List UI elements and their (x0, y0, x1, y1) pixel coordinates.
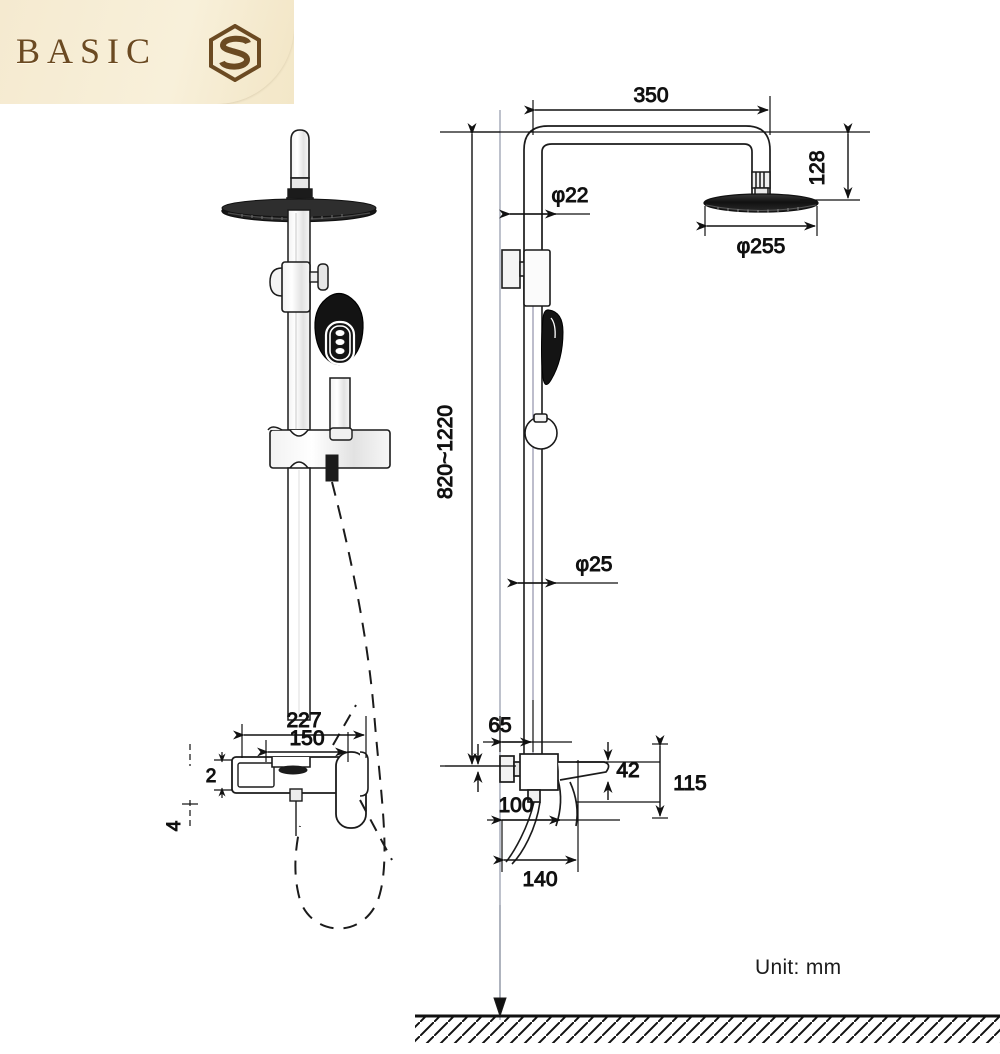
brand-name: BASIC (16, 31, 158, 71)
riser-pipe-pictorial (287, 209, 311, 431)
upper-arm-pictorial (286, 129, 314, 209)
dim-128-label: 128 (806, 150, 829, 185)
dim-riser-range: 820~1220 (434, 123, 500, 767)
dim-spout-height: 42 (576, 742, 660, 803)
dim-820-1220-label: 820~1220 (434, 405, 457, 499)
dim-wall-offset: 100 (445, 744, 620, 825)
dim-arm-length: 350 (524, 84, 771, 135)
dim-wall-to-riser: 65 (483, 700, 572, 752)
riser-slider-side (524, 413, 558, 450)
dim-arm-diameter: φ22 (499, 184, 590, 219)
floor-reference-arrow (493, 905, 507, 1018)
dim-phi25-label: φ25 (576, 553, 613, 576)
dim-4-label: 4 (164, 820, 185, 831)
ground-line (415, 1014, 1000, 1043)
dim-valve-to-hose: 115 (652, 735, 707, 819)
dim-65-label: 65 (488, 714, 511, 737)
diverter-bracket-pictorial (269, 261, 329, 313)
wall-bracket-side (501, 249, 551, 307)
dim-head-height: 128 (800, 123, 860, 201)
handheld-shower-head-pictorial (314, 292, 364, 437)
unit-note: Unit: mm (755, 956, 842, 979)
dim-phi255-label: φ255 (737, 235, 786, 258)
handheld-holder-pictorial (267, 426, 391, 482)
dim-227-text: 227 (286, 709, 321, 732)
dimension-annotations: 350 128 φ22 φ255 (164, 84, 870, 892)
dim-phi22-label: φ22 (552, 184, 589, 207)
shower-hose-pictorial (294, 481, 386, 930)
left-product-view (221, 129, 393, 930)
lower-riser-pictorial (287, 467, 311, 721)
dim-100-label: 100 (498, 794, 533, 817)
right-dimension-view (415, 110, 1000, 1043)
handheld-shower-side (541, 309, 564, 385)
dim-head-diameter: φ255 (696, 206, 818, 259)
dim-hose-reach: 140 (493, 760, 579, 892)
dim-150-label: 150 (289, 727, 324, 750)
dim-inlet-centers: 150 (257, 727, 349, 762)
dim-mixer-width: 227 (233, 709, 367, 758)
rain-shower-head-side (703, 193, 819, 213)
dim-140-label: 140 (522, 868, 557, 891)
dim-inlet-small: 2 4 (164, 744, 232, 832)
hexagon-s-monogram-icon (208, 23, 262, 83)
shower-arm-outline (523, 125, 771, 300)
riser-pipe-side (523, 300, 543, 760)
dim-riser-diameter: φ25 (507, 553, 618, 588)
brand-banner: BASIC (0, 0, 294, 104)
dim-350-label: 350 (633, 84, 668, 107)
dim-2-label: 2 (206, 766, 217, 787)
dim-42-label: 42 (616, 759, 639, 782)
mixer-body-pictorial (231, 704, 393, 861)
banner-shape (0, 0, 294, 104)
dim-115-label: 115 (673, 772, 706, 795)
